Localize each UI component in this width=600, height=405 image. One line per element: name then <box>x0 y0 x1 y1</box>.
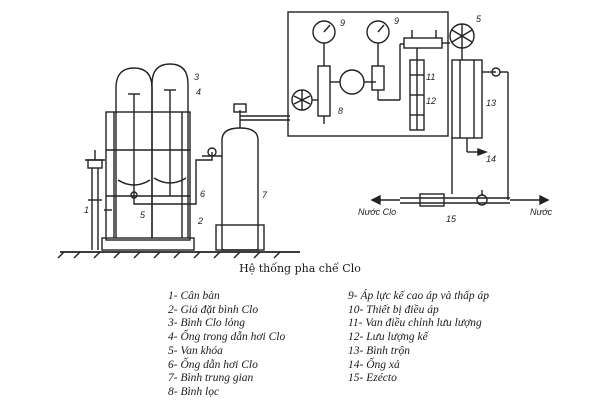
legend-column-left: 1- Cân bàn 2- Giá đặt bình Clo 3- Bình C… <box>168 290 285 400</box>
legend-item: 1- Cân bàn <box>168 290 220 302</box>
pressure-gauge-high <box>312 20 336 60</box>
mixing-tank <box>451 48 509 200</box>
callout-5-upper: 5 <box>476 14 482 24</box>
flowmeter <box>409 48 425 131</box>
liquid-chlorine-cylinder-left <box>115 67 153 238</box>
callout-9-low: 9 <box>394 16 399 26</box>
legend-item: 5- Van khóa <box>168 344 223 357</box>
callout-9-high: 9 <box>340 18 345 28</box>
shutoff-valve-top <box>442 23 475 49</box>
callout-12: 12 <box>426 96 436 106</box>
ground-line <box>57 251 300 259</box>
diagram-caption: Hệ thống pha chế Clo <box>239 262 361 275</box>
callout-14: 14 <box>486 154 496 164</box>
weighing-scale <box>85 150 112 250</box>
callout-11: 11 <box>426 72 435 82</box>
callout-2: 2 <box>197 216 203 226</box>
legend-item: 12- Lưu lượng kế <box>348 331 428 344</box>
filter-vessel <box>291 60 331 124</box>
pressure-regulator <box>330 65 400 101</box>
legend-item: 11- Van điều chỉnh lưu lượng <box>348 317 482 330</box>
control-panel <box>287 11 449 137</box>
legend-column-right: 9- Áp lực kế cao áp và thấp áp 10- Thiết… <box>348 290 489 386</box>
callout-1: 1 <box>84 205 89 215</box>
chlorine-vapour-pipe <box>130 147 222 205</box>
pressure-gauge-low <box>366 20 390 66</box>
callout-8: 8 <box>338 106 343 116</box>
legend-item: 10- Thiết bị điều áp <box>348 303 439 316</box>
callout-6: 6 <box>200 189 205 199</box>
legend-item: 2- Giá đặt bình Clo <box>168 303 259 316</box>
legend-item: 8- Bình lọc <box>168 385 220 398</box>
cylinder-stand <box>101 111 195 251</box>
callout-7: 7 <box>262 190 268 200</box>
intermediate-vessel <box>215 103 290 251</box>
legend-item: 13- Bình trộn <box>348 344 410 357</box>
legend-item: 9- Áp lực kế cao áp và thấp áp <box>348 290 490 302</box>
liquid-chlorine-cylinder-right <box>151 63 189 238</box>
legend-item: 4- Ống trong dẫn hơi Clo <box>168 331 286 344</box>
callout-4: 4 <box>196 87 201 97</box>
legend-item: 15- Ezécto <box>348 372 397 385</box>
callout-13: 13 <box>486 98 496 108</box>
flow-control-valve <box>399 30 443 100</box>
legend-item: 14- Ống xả <box>348 358 400 371</box>
flow-out-label: Nước Clo <box>358 207 396 217</box>
ejector-water-line <box>370 180 550 207</box>
callout-labels: 1 2 3 4 5 6 7 8 9 9 5 11 12 13 14 15 Nướ… <box>84 14 553 226</box>
flow-in-label: Nước <box>530 207 553 217</box>
legend-item: 6- Ống dẫn hơi Clo <box>168 358 258 371</box>
callout-3: 3 <box>194 72 199 82</box>
legend-item: 3- Bình Clo lỏng <box>168 317 245 330</box>
callout-15: 15 <box>446 214 457 224</box>
drain-pipe <box>451 138 488 180</box>
legend-item: 7- Bình trung gian <box>168 372 254 385</box>
callout-5-lower: 5 <box>140 210 146 220</box>
